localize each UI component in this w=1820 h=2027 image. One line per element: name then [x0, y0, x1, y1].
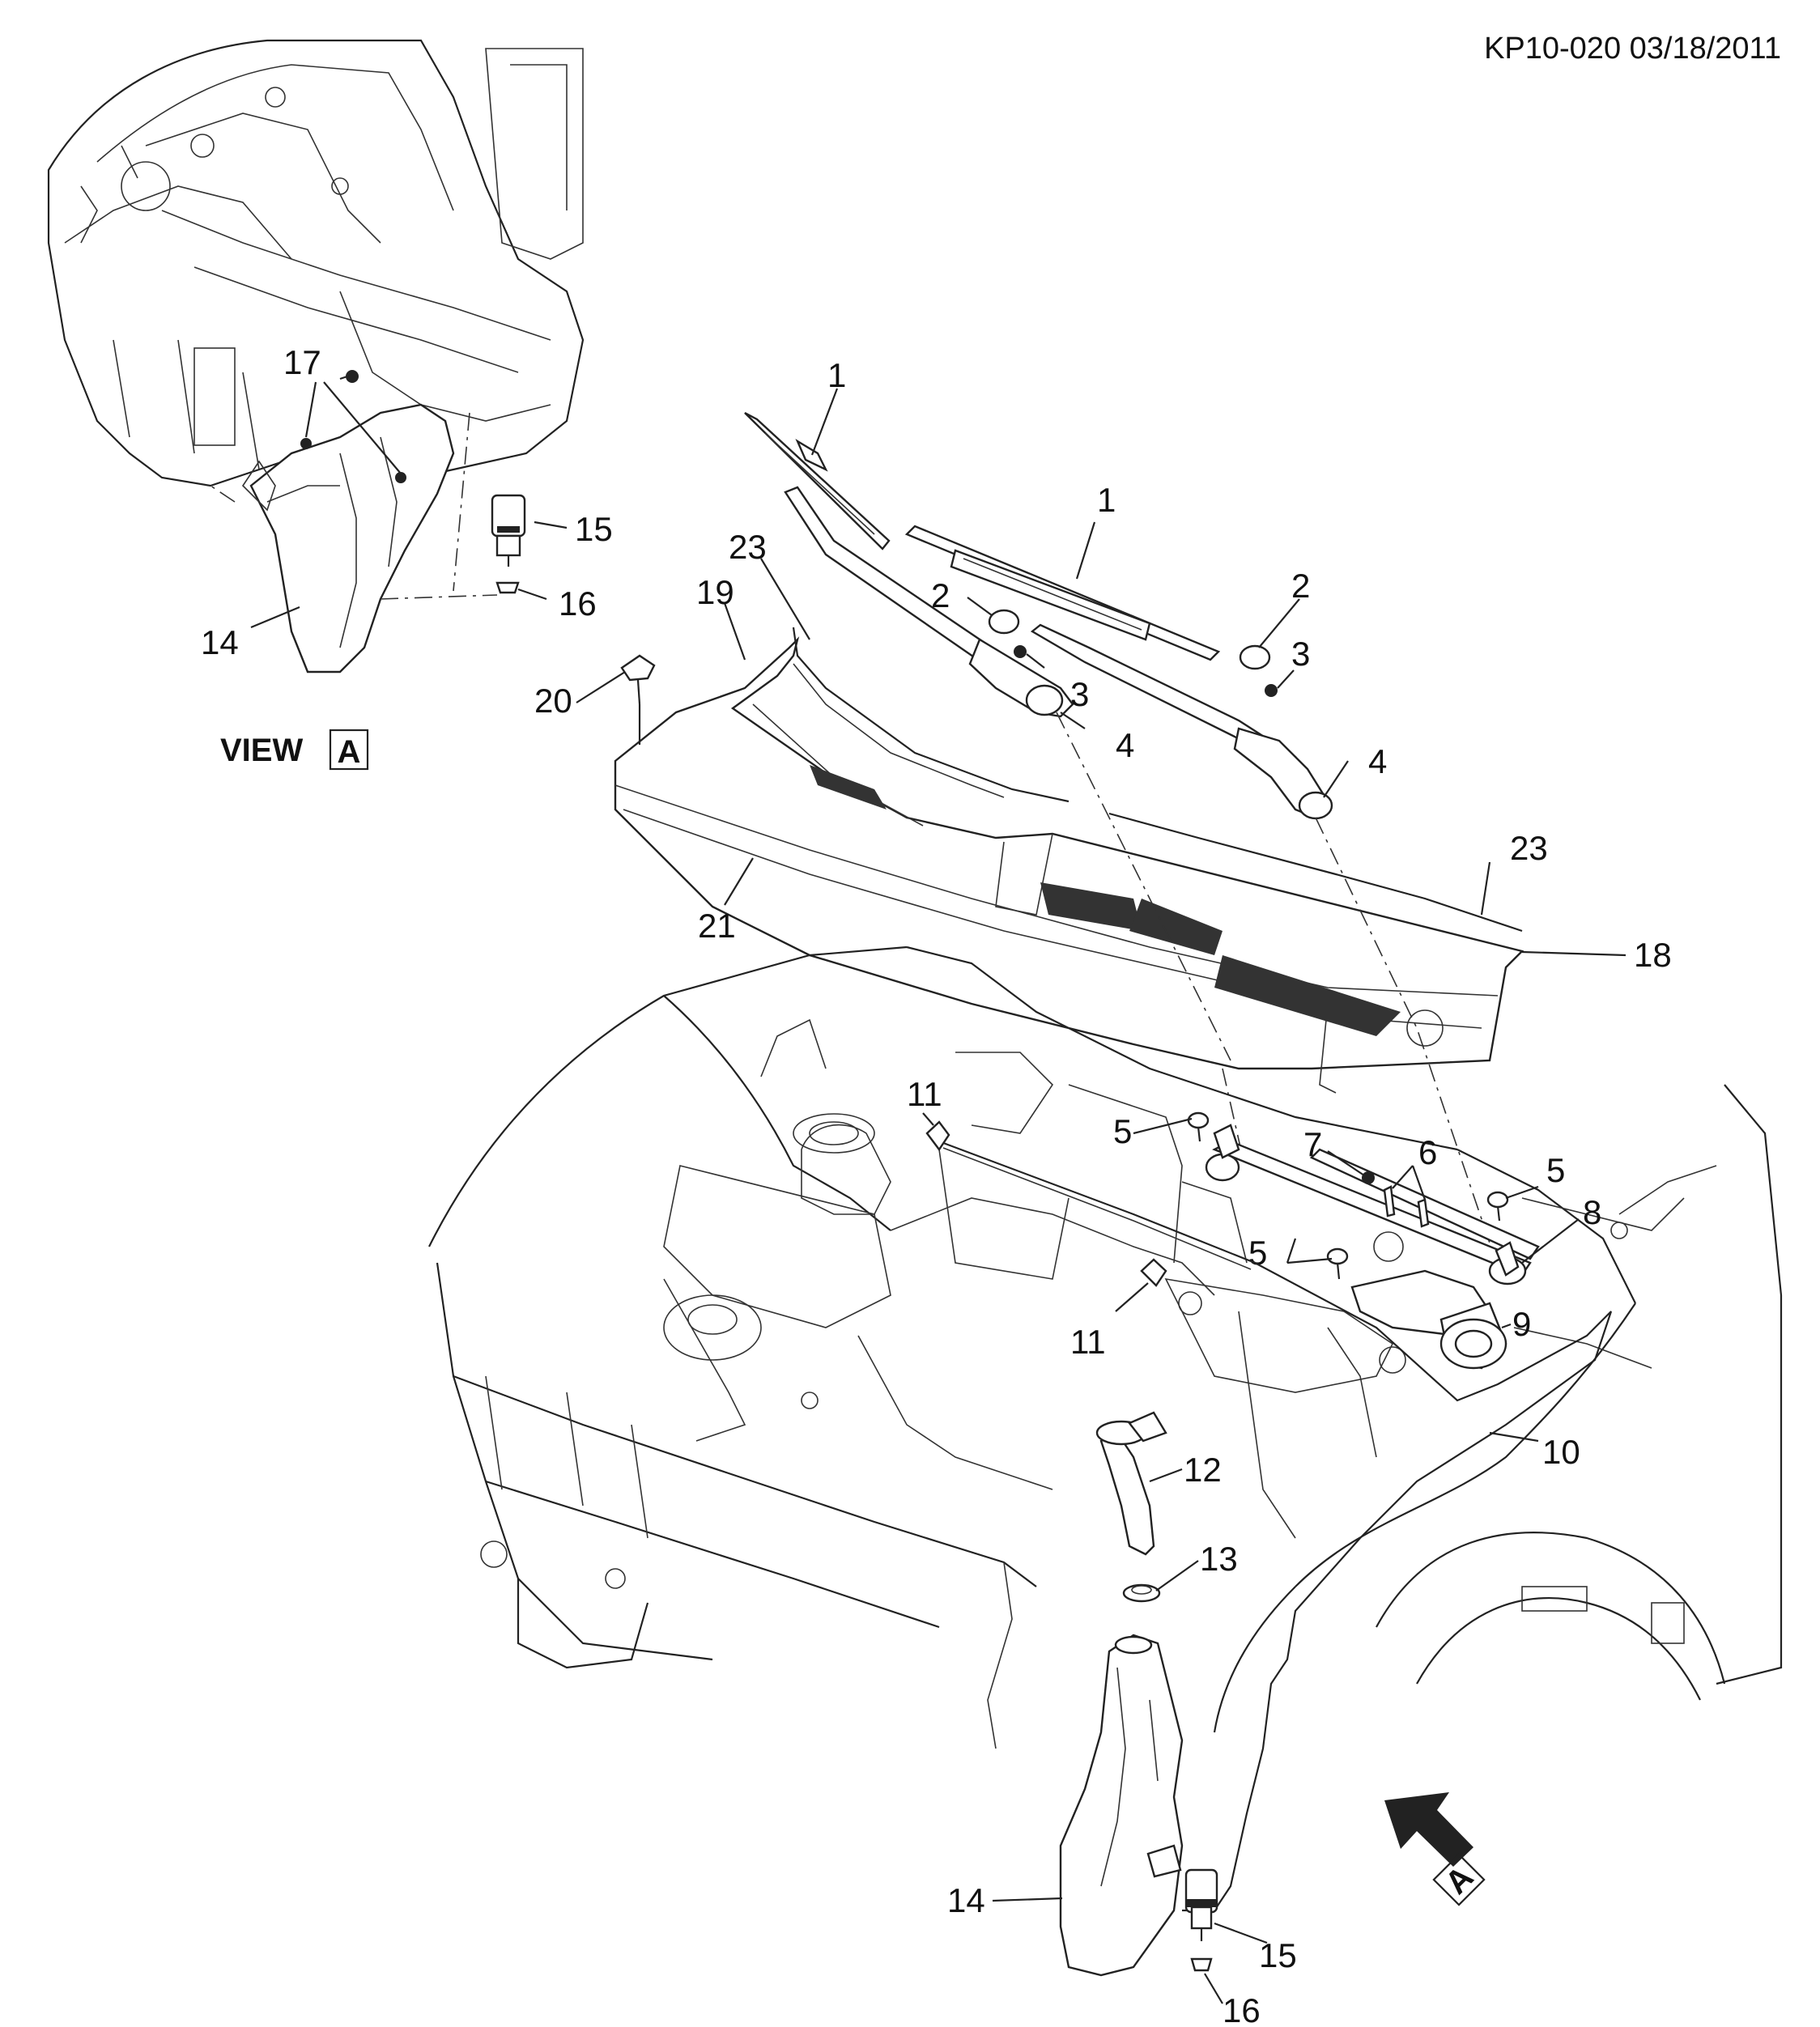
arm-cap-left: [988, 609, 1020, 635]
nut-icon: [395, 472, 406, 483]
direction-arrow-icon: [1384, 1792, 1473, 1867]
bolt-icon: [1187, 1111, 1210, 1129]
callout-14: 14: [947, 1881, 985, 1919]
callout-7: 7: [1303, 1125, 1322, 1163]
hose-clip-icon: [925, 1120, 950, 1152]
view-a-inset: [47, 39, 585, 674]
filler-neck: [1095, 1411, 1167, 1556]
callout-5c: 5: [1546, 1151, 1565, 1189]
callout-18: 18: [1634, 936, 1672, 974]
neck-seal: [1122, 1583, 1161, 1603]
cowl-panel: [614, 636, 1524, 1094]
view-letter-box: [329, 729, 369, 771]
clip-icon: [1383, 1185, 1396, 1217]
callout-5b: 5: [1248, 1234, 1267, 1272]
callout-23b: 23: [1510, 829, 1548, 867]
callout-3a: 3: [1070, 675, 1089, 713]
callout-1b: 1: [1097, 481, 1116, 519]
wiper-blade-left: [744, 411, 891, 550]
callout-16: 16: [1223, 1991, 1261, 2027]
callout-4a: 4: [1116, 726, 1134, 764]
vehicle-body: [428, 946, 1783, 1749]
callout-2b: 2: [1291, 567, 1310, 605]
view-a-arrow: A: [1384, 1792, 1486, 1906]
callout-17: 17: [283, 343, 321, 381]
bolt-icon: [1486, 1191, 1509, 1209]
callout-5a: 5: [1113, 1112, 1132, 1150]
callout-4b: 4: [1368, 742, 1387, 780]
callout-14-inset: 14: [201, 623, 239, 661]
weatherstrip-left: [792, 627, 1069, 803]
callout-1a: 1: [827, 356, 846, 394]
callout-11b: 11: [1070, 1323, 1106, 1361]
view-label: VIEW: [220, 733, 303, 768]
washer-reservoir-inset: [249, 403, 455, 674]
callout-13: 13: [1200, 1540, 1238, 1578]
pump-grommet: [1190, 1957, 1213, 1972]
bolt-icon: [1326, 1247, 1349, 1265]
callout-12: 12: [1184, 1451, 1222, 1489]
callout-10: 10: [1542, 1433, 1580, 1471]
pump-grommet-inset: [495, 581, 520, 594]
hose-clip-icon: [1140, 1258, 1167, 1287]
callout-8: 8: [1583, 1193, 1601, 1231]
washer-reservoir: [1059, 1634, 1184, 1977]
callout-2a: 2: [931, 576, 950, 614]
weatherstrip-right: [1108, 812, 1523, 933]
washer-pump-inset: [491, 494, 526, 567]
view-arrow-letter: A: [1439, 1859, 1481, 1902]
callout-19: 19: [696, 573, 734, 611]
callout-20: 20: [534, 682, 572, 720]
arm-nut-left: [1014, 645, 1027, 658]
nut-icon: [1362, 1171, 1375, 1184]
wiper-motor: [1350, 1269, 1507, 1370]
callout-11a: 11: [907, 1075, 942, 1113]
arm-nut-right: [1265, 684, 1278, 697]
callout-16-inset: 16: [559, 584, 597, 623]
callout-21: 21: [698, 907, 736, 945]
wiper-blade-right: [904, 525, 1221, 661]
callout-3b: 3: [1291, 635, 1310, 673]
view-letter: A: [338, 734, 361, 770]
callout-23a: 23: [729, 528, 767, 566]
callout-15-inset: 15: [575, 510, 613, 548]
wiper-arm-left: [784, 486, 1074, 718]
arm-cap-right: [1239, 644, 1271, 670]
callout-6: 6: [1418, 1133, 1437, 1171]
washer-pump: [1184, 1868, 1218, 1941]
callout-9: 9: [1512, 1305, 1531, 1343]
wiper-arm-right: [1030, 623, 1333, 820]
push-pin: [620, 654, 656, 745]
clip-icon: [1417, 1198, 1430, 1228]
view-arrow-box: [1432, 1853, 1486, 1906]
callout-15: 15: [1259, 1936, 1297, 1974]
nut-icon: [300, 438, 312, 449]
document-id: KP10-020 03/18/2011: [1484, 32, 1781, 66]
washer-hose: [938, 1140, 1613, 1912]
nut-icon: [346, 370, 359, 383]
